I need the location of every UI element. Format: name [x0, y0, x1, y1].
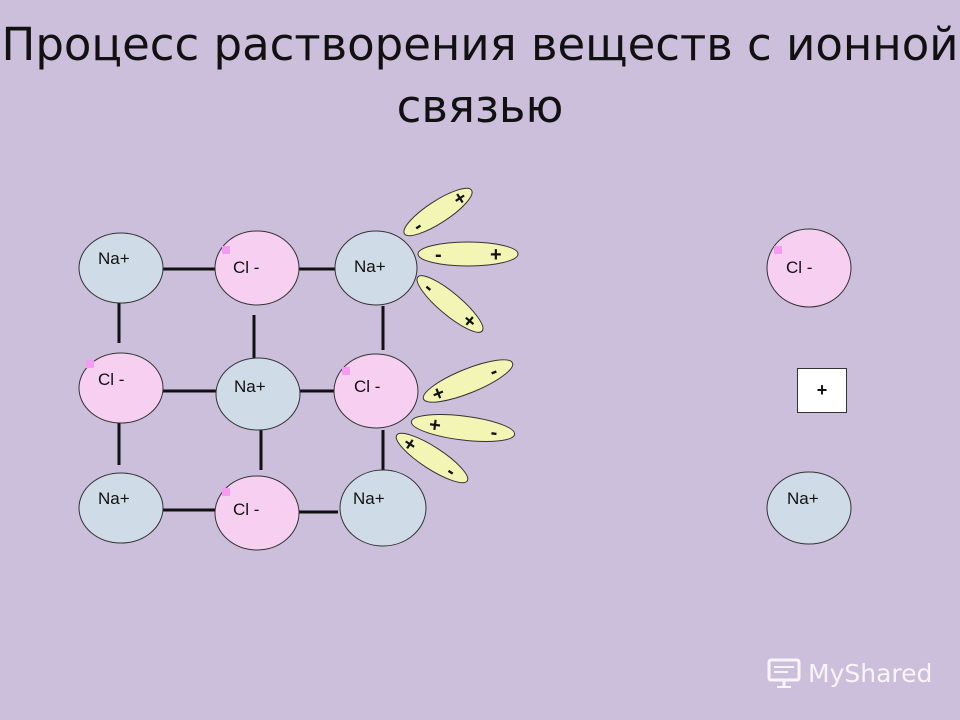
ion-label: Na+	[787, 489, 819, 508]
cl-ion: Cl -	[214, 230, 300, 306]
plus-sign: +	[490, 244, 502, 266]
cl-marker	[222, 488, 230, 496]
free-ions: Cl - Na+	[766, 228, 852, 545]
cl-marker	[774, 246, 782, 254]
cl-ion: Cl -	[333, 353, 419, 429]
na-ion: Na+	[215, 357, 301, 431]
projector-screen-icon	[767, 658, 801, 688]
water-molecule: - +	[416, 275, 484, 334]
na-ion: Na+	[334, 230, 418, 306]
ion-label: Cl -	[354, 377, 380, 396]
cl-ion: Cl -	[78, 352, 164, 424]
ion-label: Cl -	[786, 258, 812, 277]
lattice-bonds	[117, 267, 385, 514]
ion-label: Na+	[234, 377, 266, 396]
ion-label: Cl -	[233, 258, 259, 277]
ion-label: Na+	[98, 489, 130, 508]
cl-ion: Cl -	[214, 475, 300, 551]
free-na-ion: Na+	[766, 471, 852, 545]
watermark-text: MyShared	[808, 658, 933, 688]
cl-marker	[222, 246, 230, 254]
free-cl-ion: Cl -	[766, 228, 852, 308]
cl-marker	[86, 360, 94, 368]
lattice-ions: Na+ Cl - Na+ Cl - Na+ Cl - Na+	[78, 230, 427, 551]
ion-label: Cl -	[98, 370, 124, 389]
cl-marker	[342, 367, 350, 375]
plus-charge-box: +	[797, 368, 847, 413]
ion-label: Na+	[98, 249, 130, 268]
minus-sign: -	[489, 421, 498, 444]
watermark: MyShared	[766, 656, 932, 690]
na-ion: Na+	[78, 232, 164, 304]
water-dipoles-around-na: - + - + - +	[403, 186, 519, 334]
water-molecule: - +	[403, 186, 473, 237]
water-molecule: + -	[395, 432, 469, 484]
water-molecule: + -	[410, 414, 516, 444]
water-molecule: - +	[417, 241, 519, 267]
water-molecule: + -	[422, 359, 514, 406]
minus-sign: -	[435, 244, 442, 266]
na-ion: Na+	[339, 469, 427, 547]
slide-title: Процесс растворения веществ с ионной свя…	[1, 18, 959, 133]
ion-label: Cl -	[233, 500, 259, 519]
ion-label: Na+	[354, 257, 386, 276]
water-dipoles-around-cl: + - + - + -	[395, 359, 516, 484]
ion-label: Na+	[353, 489, 385, 508]
na-ion: Na+	[78, 472, 164, 544]
plus-sign: +	[428, 414, 442, 437]
